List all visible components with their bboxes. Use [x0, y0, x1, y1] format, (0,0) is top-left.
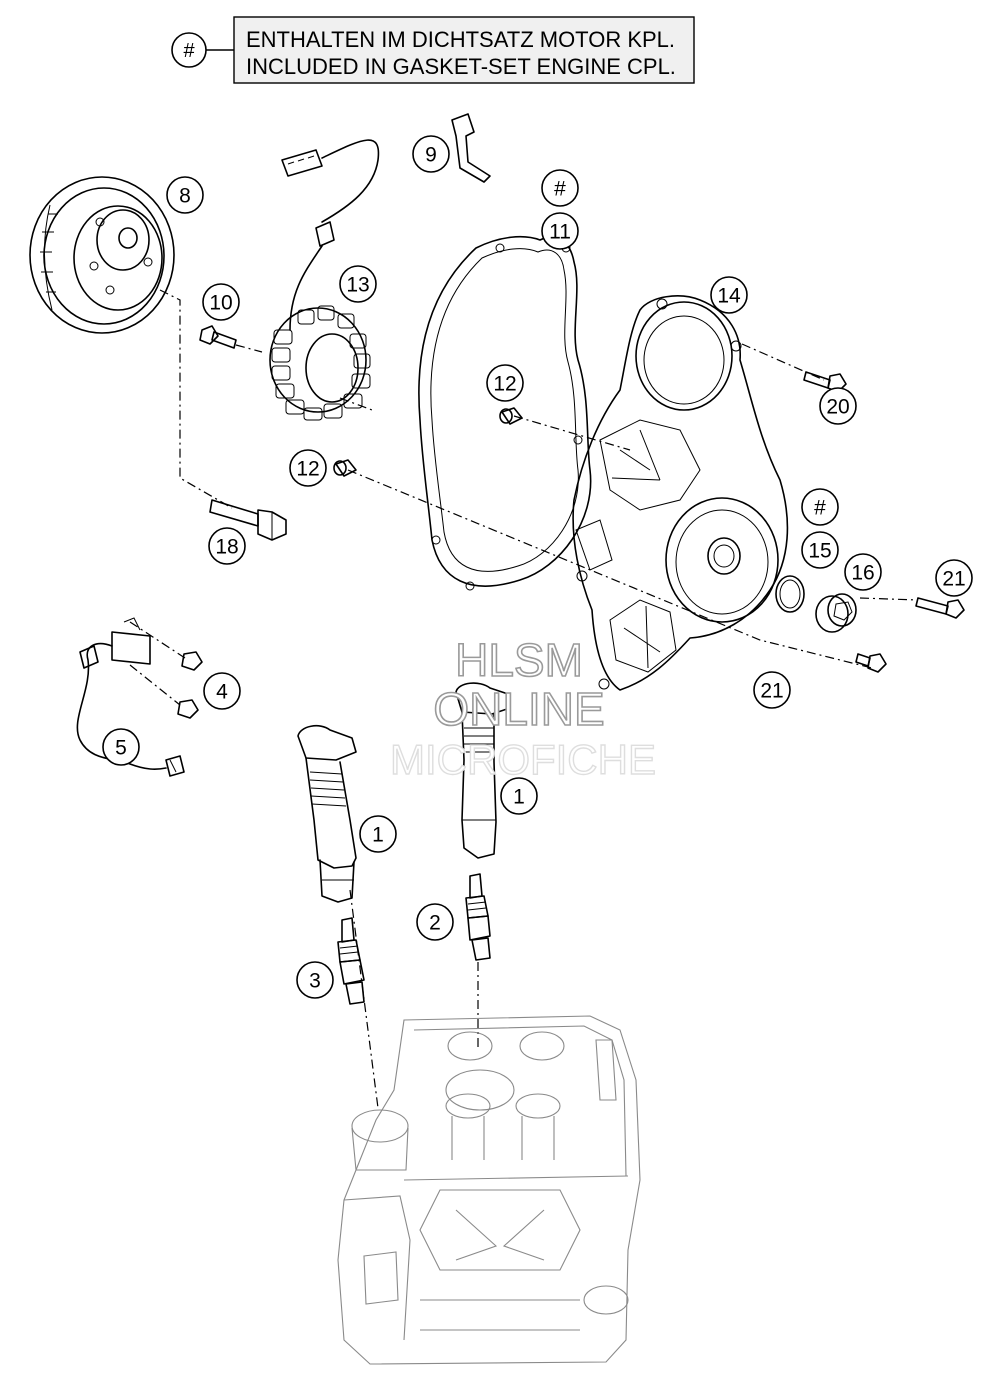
- spark-plug-right: [465, 873, 491, 961]
- ignition-cover: [572, 295, 789, 691]
- leader-sensor-screw-a: [129, 621, 186, 659]
- screw-plug: [815, 593, 857, 633]
- svg-text:15: 15: [808, 540, 831, 563]
- callout-10[interactable]: 10: [202, 283, 240, 321]
- sensor-screw-b: [177, 699, 199, 719]
- leader-dowel-upper: [513, 415, 631, 451]
- legend-line-en: INCLUDED IN GASKET-SET ENGINE CPL.: [246, 54, 676, 79]
- rotor-bolt: [209, 499, 287, 541]
- callout-4[interactable]: 4: [203, 672, 241, 710]
- callout-1b[interactable]: 1: [500, 777, 538, 815]
- svg-text:10: 10: [209, 292, 232, 315]
- callout-15-hash[interactable]: #: [801, 488, 839, 526]
- legend-line-de: ENTHALTEN IM DICHTSATZ MOTOR KPL.: [246, 27, 675, 52]
- svg-text:14: 14: [717, 285, 741, 308]
- svg-text:18: 18: [215, 536, 238, 559]
- svg-text:12: 12: [296, 458, 319, 481]
- callout-18[interactable]: 18: [208, 527, 246, 565]
- leader-dowel-lower: [347, 469, 873, 669]
- svg-text:13: 13: [346, 274, 369, 297]
- svg-text:1: 1: [513, 786, 525, 809]
- watermark-line-3: MICROFICHE: [390, 736, 656, 783]
- cover-bolt-21-bottom: [855, 653, 887, 673]
- svg-text:21: 21: [760, 680, 783, 703]
- callout-3[interactable]: 3: [296, 961, 334, 999]
- callout-2[interactable]: 2: [416, 903, 454, 941]
- crankshaft-sensor: [76, 617, 185, 777]
- stator: [269, 305, 371, 421]
- legend-symbol: #: [183, 40, 195, 62]
- leader-stator-screw: [235, 344, 263, 353]
- callout-11-hash[interactable]: #: [541, 169, 579, 207]
- svg-text:#: #: [554, 178, 566, 201]
- cable-clip: [451, 113, 491, 183]
- svg-text:2: 2: [429, 912, 441, 935]
- dowel-upper: [499, 407, 523, 425]
- svg-text:#: #: [814, 497, 826, 520]
- legend-box: [233, 16, 695, 84]
- ignition-coil-right: [455, 682, 511, 859]
- cover-bolt-21-right: [915, 597, 965, 619]
- callout-12a[interactable]: 12: [486, 364, 524, 402]
- callout-13[interactable]: 13: [339, 265, 377, 303]
- watermark-line-2: ONLINE: [433, 683, 604, 735]
- leader-sensor-screw-b: [129, 664, 181, 706]
- o-ring: [775, 575, 805, 613]
- svg-text:5: 5: [115, 737, 127, 760]
- callout-11[interactable]: 11: [541, 212, 579, 250]
- svg-text:3: 3: [309, 970, 321, 993]
- watermark-line-1: HLSM: [455, 634, 583, 686]
- dowel-lower: [333, 459, 357, 477]
- svg-text:20: 20: [826, 396, 849, 419]
- spark-plug-left: [337, 917, 365, 1005]
- ignition-coil-left: [297, 724, 357, 903]
- svg-text:12: 12: [493, 373, 516, 396]
- svg-text:8: 8: [179, 185, 191, 208]
- rotor: [29, 176, 175, 334]
- callout-9[interactable]: 9: [412, 135, 450, 173]
- callout-20[interactable]: 20: [819, 387, 857, 425]
- svg-text:16: 16: [851, 562, 874, 585]
- leader-stator: [339, 397, 373, 411]
- watermark: HLSM ONLINE MICROFICHE: [389, 633, 656, 784]
- callout-21b[interactable]: 21: [753, 671, 791, 709]
- callout-5[interactable]: 5: [102, 728, 140, 766]
- callout-14[interactable]: 14: [710, 276, 748, 314]
- sensor-screw-a: [181, 651, 203, 671]
- stator-cable: [281, 139, 380, 331]
- cover-gasket: [418, 235, 592, 591]
- callout-12b[interactable]: 12: [289, 449, 327, 487]
- stator-screw: [199, 325, 237, 349]
- leader-rotor-bolt: [159, 289, 233, 509]
- svg-text:9: 9: [425, 144, 437, 167]
- svg-text:11: 11: [549, 221, 571, 244]
- cylinder-head: [337, 1015, 641, 1365]
- callout-1a[interactable]: 1: [359, 815, 397, 853]
- legend: # ENTHALTEN IM DICHTSATZ MOTOR KPL. INCL…: [171, 16, 695, 84]
- callout-16[interactable]: 16: [844, 553, 882, 591]
- callout-21a[interactable]: 21: [935, 559, 973, 597]
- leader-cover-bolt-top: [741, 343, 825, 381]
- callout-8[interactable]: 8: [166, 176, 204, 214]
- svg-text:1: 1: [372, 824, 384, 847]
- leader-plug: [859, 597, 919, 601]
- callout-15[interactable]: 15: [801, 531, 839, 569]
- svg-text:21: 21: [942, 568, 965, 591]
- svg-text:4: 4: [216, 681, 228, 704]
